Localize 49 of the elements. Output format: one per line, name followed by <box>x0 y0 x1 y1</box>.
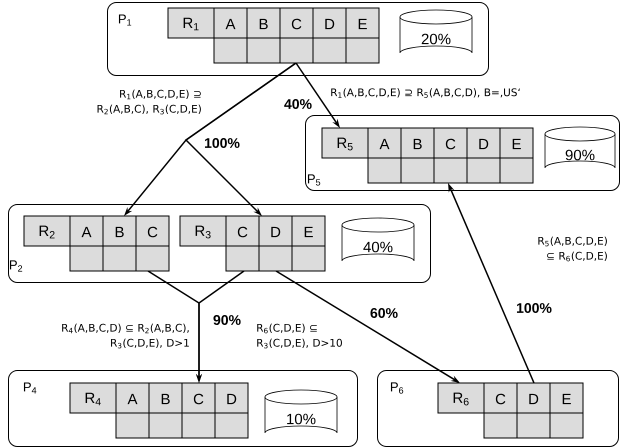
node-label: D <box>271 226 280 238</box>
node-label: C <box>238 226 248 238</box>
node-label: A <box>226 18 236 30</box>
node-label: C <box>496 394 506 404</box>
node-label: C <box>446 138 456 150</box>
mapping-label: R$_{6}$(C,D,E) ⊆ R$_{3}$(C,D,E), D>10 <box>257 324 342 348</box>
edge-label: 60% <box>369 307 400 319</box>
node-label: A <box>380 138 390 150</box>
peer-box: P$_{5}$ R$_{5}$ A B C D E 90% <box>305 115 620 191</box>
peer-box: P$_{4}$ R$_{4}$ A B C D 10% <box>8 370 358 447</box>
table: R$_{1}$ A B C D E <box>168 8 380 64</box>
node-label: E <box>358 18 367 30</box>
mapping-label: R$_{1}$(A,B,C,D,E) ⊇ R$_{5}$(A,B,C,D), B=‚US‘ <box>331 88 520 98</box>
node-label: C <box>194 394 204 404</box>
node-label: E <box>512 138 521 150</box>
node-label: B <box>414 138 422 150</box>
node-label: C <box>148 226 158 238</box>
database-cylinder: 40% <box>342 218 414 262</box>
node-label: B <box>162 394 170 404</box>
node-label: A <box>82 226 92 238</box>
edge-label: 90% <box>212 314 242 326</box>
edge-label: 100% <box>203 137 241 149</box>
peer-box: P$_{6}$ R$_{6}$ C D E <box>377 370 619 447</box>
database-cylinder: 10% <box>264 390 338 434</box>
node-label: D <box>227 394 236 404</box>
edge-label: 100% <box>515 302 553 314</box>
edge-label: 40% <box>283 98 314 110</box>
node-label: D <box>529 394 538 404</box>
mapping-label: R$_{4}$(A,B,C,D) ⊆ R$_{2}$(A,B,C), R$_{3}$(C,D,E), D>1 <box>62 324 189 348</box>
table: R$_{5}$ A B C D E <box>322 128 534 184</box>
node-label: D <box>479 138 488 150</box>
node-label: E <box>304 226 313 238</box>
peer-box: P$_{2}$ R$_{2}$ A B C R$_{3}$ C D E 40% <box>8 204 431 283</box>
table: R$_{3}$ C D E <box>180 216 326 272</box>
table: R$_{2}$ A B C <box>24 216 170 272</box>
database-cylinder: 90% <box>544 126 616 168</box>
table: R$_{4}$ A B C D <box>70 382 248 438</box>
peer-box: P$_{1}$ R$_{1}$ A B C D E 20% <box>107 2 489 76</box>
node-label: C <box>292 18 302 30</box>
mapping-label: R$_{1}$(A,B,C,D,E) ⊇ R$_{2}$(A,B,C), R$_{3}$(C,D,E) <box>98 90 201 114</box>
node-label: D <box>325 18 334 30</box>
node-label: B <box>260 18 268 30</box>
node-label: 90% <box>566 150 594 160</box>
node-label: E <box>562 394 571 404</box>
node-label: B <box>116 226 124 238</box>
database-cylinder: 20% <box>400 10 472 54</box>
node-label: A <box>128 394 138 404</box>
mapping-label: R$_{5}$(A,B,C,D,E) ⊆ R$_{6}$(C,D,E) <box>538 236 607 262</box>
table: R$_{6}$ C D E <box>438 382 584 438</box>
